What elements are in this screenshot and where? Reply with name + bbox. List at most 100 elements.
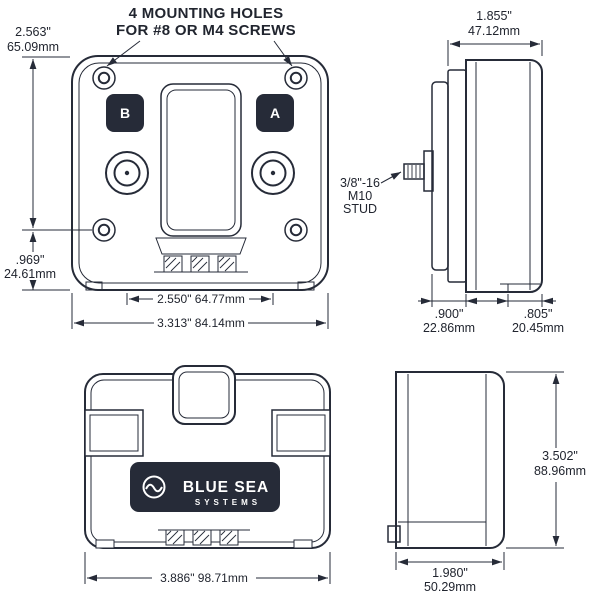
mounting-hole-top-right-bore — [289, 71, 303, 85]
dim-text: 1.980" — [432, 566, 468, 580]
hatch-line — [165, 257, 177, 269]
mounting-hole-bottom-left — [92, 218, 116, 242]
stud-note-line3: STUD — [343, 202, 377, 216]
foot-right — [293, 539, 313, 549]
cover-left-block-inner — [89, 414, 139, 452]
mounting-hole-top-right — [284, 66, 308, 90]
mounting-hole-top-left-bore — [97, 71, 111, 85]
hatch-line — [164, 256, 171, 263]
mounting-hole-bottom-right — [284, 218, 308, 242]
mounting-holes-annotation: 4 MOUNTING HOLES FOR #8 OR M4 SCREWS — [106, 5, 296, 67]
dim-cover-height: 3.502" 88.96mm — [506, 371, 586, 549]
button-a — [256, 94, 294, 132]
dim-text: 3.502" — [542, 449, 578, 463]
dim-front-height: 2.563" 65.09mm — [7, 25, 92, 231]
dim-text: .969" — [16, 253, 45, 267]
dim-text: 2.563" — [15, 25, 51, 39]
logo-text: BLUE SEA — [183, 479, 269, 496]
terminal-right-center — [270, 170, 276, 176]
dim-text: 2.550" 64.77mm — [157, 292, 245, 306]
leader-line — [273, 40, 293, 67]
cover-side-view — [387, 371, 505, 549]
side-front-flange — [431, 81, 449, 271]
dim-text: 3.886" 98.71mm — [160, 571, 248, 585]
mounting-hole-top-left — [92, 66, 116, 90]
side-view — [403, 59, 543, 293]
blue-sea-logo-icon — [142, 475, 166, 499]
button-a-label: A — [270, 105, 280, 121]
hatch-line — [193, 530, 199, 536]
leader-line — [380, 171, 402, 184]
hatch-line — [226, 534, 237, 545]
connector-tab — [165, 529, 185, 546]
device-inner-outline — [78, 62, 322, 284]
side-mid-plate — [447, 69, 467, 283]
hatch-line — [172, 534, 183, 545]
arrowhead — [497, 297, 508, 305]
dim-text: 1.855" — [476, 9, 512, 23]
hatch-line — [197, 261, 208, 272]
dim-cover-width: 3.886" 98.71mm — [84, 552, 331, 585]
dim-front-spacing: 2.550" 64.77mm — [126, 292, 274, 306]
stud-note-line1: 3/8"-16 — [340, 176, 380, 190]
foot-left — [85, 281, 103, 291]
dim-cover-depth: 1.980" 50.29mm — [395, 552, 505, 594]
mounting-note-line2: FOR #8 OR M4 SCREWS — [116, 22, 296, 39]
logo-plate — [130, 462, 280, 512]
dim-side-bottom: .900" 22.86mm .805" 20.45mm — [418, 274, 564, 335]
connector-tab — [190, 255, 210, 273]
dim-text: .805" — [524, 307, 553, 321]
stud-rod — [403, 163, 425, 180]
button-b-label: B — [120, 105, 130, 121]
terminal-left-center — [124, 170, 130, 176]
stud-annotation: 3/8"-16 M10 STUD — [340, 171, 402, 216]
dim-front-width: 3.313" 84.14mm — [71, 293, 329, 330]
center-panel — [160, 83, 242, 237]
dim-text: 20.45mm — [512, 321, 564, 335]
cover-top-bump-inner — [178, 371, 230, 419]
foot-left — [95, 539, 115, 549]
hatch-line — [219, 257, 231, 269]
connector-tab — [163, 255, 183, 273]
hatch-line — [191, 256, 198, 263]
mounting-hole-bottom-right-bore — [289, 223, 303, 237]
hatch-line — [199, 534, 210, 545]
hatch-line — [224, 261, 235, 272]
mounting-hole-bottom-left-bore — [97, 223, 111, 237]
dim-text: 88.96mm — [534, 464, 586, 478]
dim-side-depth: 1.855" 47.12mm — [447, 9, 543, 66]
dim-front-hole-offset: .969" 24.61mm — [4, 232, 70, 291]
hatch-line — [221, 530, 233, 542]
logo-subtext: SYSTEMS — [195, 498, 261, 507]
dim-text: 50.29mm — [424, 580, 476, 594]
hatch-line — [218, 256, 225, 263]
terminal-right-stud — [259, 159, 287, 187]
arrowhead — [542, 297, 553, 305]
cover-side-bump — [387, 525, 401, 543]
hatch-line — [167, 530, 179, 542]
terminal-left — [105, 151, 149, 195]
dim-text: 3.313" 84.14mm — [157, 316, 245, 330]
cover-side-outline — [395, 371, 505, 549]
connector-tab — [217, 255, 237, 273]
arrowhead — [466, 297, 477, 305]
cover-top-bump — [172, 365, 236, 425]
hatch-line — [170, 261, 181, 272]
cover-left-block — [84, 409, 144, 457]
cover-right-block — [271, 409, 331, 457]
connector-tab — [192, 529, 212, 546]
foot-right — [297, 281, 315, 291]
connector-bracket — [155, 237, 247, 255]
cover-front-view: BLUE SEA SYSTEMS — [84, 365, 331, 549]
leader-line — [106, 40, 141, 67]
side-body-outline — [465, 59, 543, 293]
cover-right-block-inner — [276, 414, 326, 452]
center-panel-inner — [166, 89, 236, 231]
dim-text: 22.86mm — [423, 321, 475, 335]
device-outline — [71, 55, 329, 291]
terminal-right — [251, 151, 295, 195]
button-b — [106, 94, 144, 132]
dim-text: 24.61mm — [4, 267, 56, 281]
hatch-line — [194, 530, 206, 542]
